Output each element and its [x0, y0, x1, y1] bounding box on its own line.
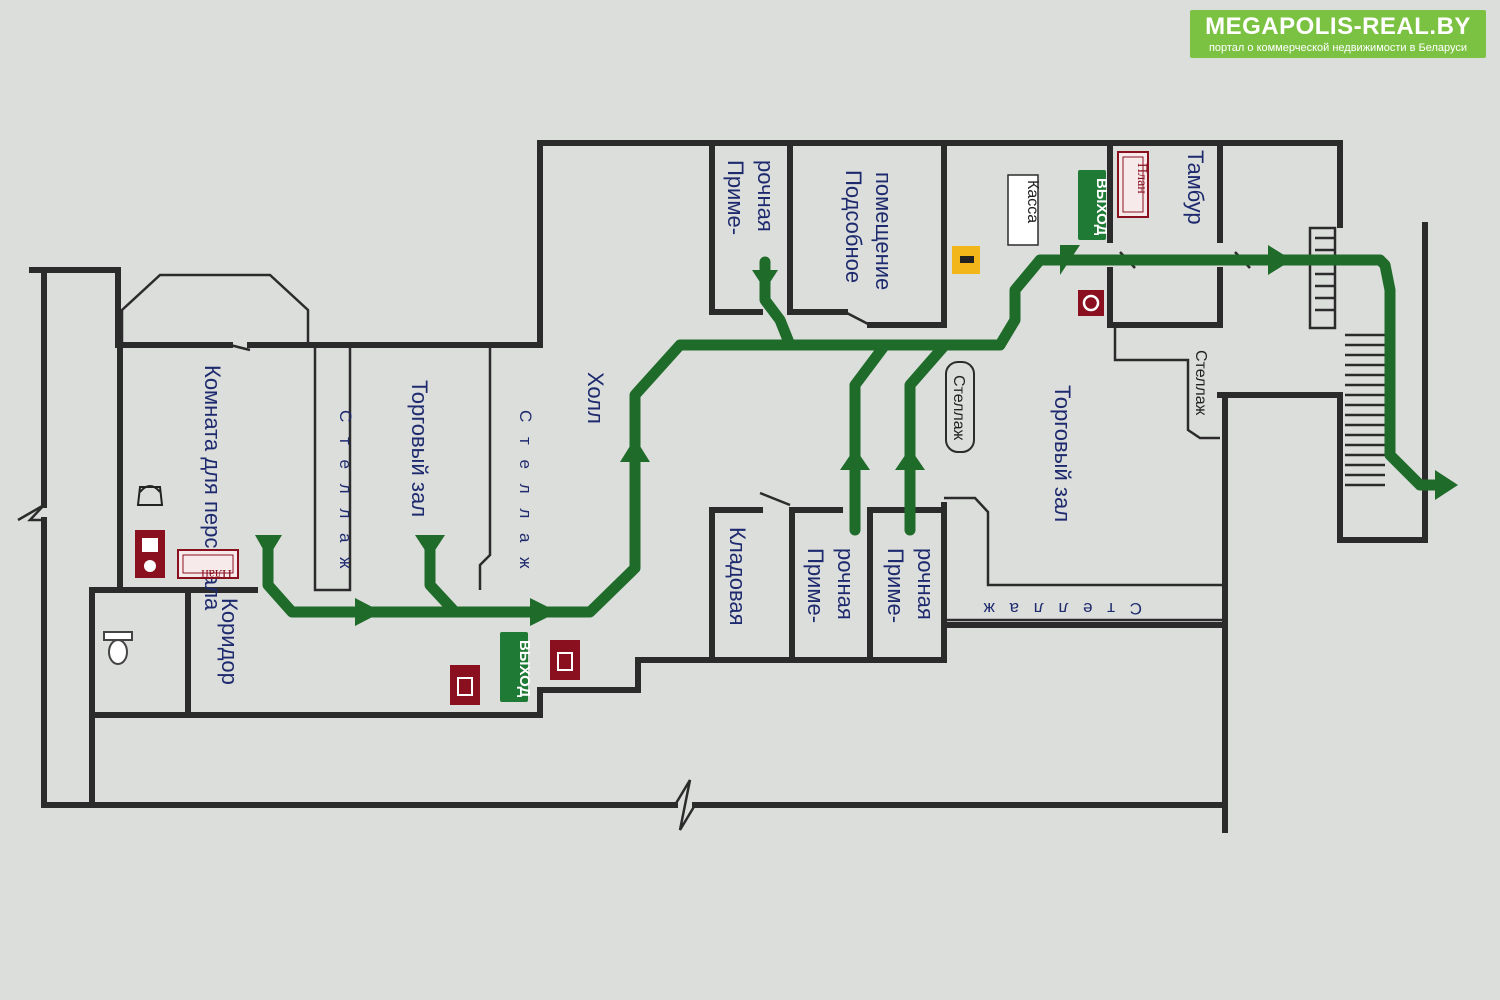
brand-banner[interactable]: MEGAPOLIS-REAL.BY портал о коммерческой …: [1190, 10, 1486, 58]
brand-tagline: портал о коммерческой недвижимости в Бел…: [1208, 42, 1468, 54]
label-fitting-bottom-1a: Приме-: [803, 548, 828, 623]
room-labels: Комната для персонала Коридор С т е л л …: [200, 150, 1208, 685]
label-utility-1: Подсобное: [841, 170, 866, 283]
person-icon: [952, 246, 980, 274]
label-rack-1: С т е л л а ж: [336, 410, 355, 574]
fire-hose-icon: [135, 530, 165, 578]
label-rack-2: С т е л л а ж: [516, 410, 535, 574]
label-fitting-bottom-2a: Приме-: [883, 548, 908, 623]
label-sales-hall-1: Торговый зал: [407, 380, 432, 517]
evacuation-routes: [255, 245, 1458, 626]
plan-sign-left-label: План: [201, 566, 232, 581]
walls: [17, 140, 1428, 833]
fire-extinguisher-icon: [550, 640, 580, 680]
label-fitting-bottom-1b: рочная: [833, 548, 858, 620]
label-storeroom: Кладовая: [725, 527, 750, 626]
label-corridor: Коридор: [217, 598, 242, 685]
exit-sign-left-label: ВЫХОД: [516, 640, 533, 698]
cashier-sign: Касса: [1007, 174, 1041, 246]
toilet-icon: [103, 631, 133, 665]
label-hall: Холл: [583, 372, 608, 424]
label-rack-box-1: Стеллаж: [950, 375, 967, 441]
label-fitting-top-2: рочная: [753, 160, 778, 232]
label-fitting-bottom-2b: рочная: [913, 548, 938, 620]
plan-sign-right-label: План: [1134, 163, 1149, 194]
plan-sign-left: План: [177, 549, 239, 581]
cashier-label: Касса: [1024, 180, 1041, 223]
phone-icon: [136, 485, 164, 506]
brand-name: MEGAPOLIS-REAL.BY: [1205, 13, 1471, 40]
exit-sign-right-label: ВЫХОД: [1093, 178, 1110, 236]
exit-sign-right: ВЫХОД: [1078, 170, 1110, 240]
label-vestibule: Тамбур: [1183, 150, 1208, 225]
plan-sign-right: План: [1117, 151, 1149, 218]
label-rack-3: С т е л л а ж: [978, 599, 1142, 618]
label-utility-2: помещение: [871, 172, 896, 290]
rack-boxes: Стеллаж Стеллаж: [945, 350, 1209, 453]
label-fitting-top-1: Приме-: [723, 160, 748, 235]
fire-extinguisher-icon: [450, 665, 480, 705]
label-rack-box-2: Стеллаж: [1192, 350, 1209, 416]
staircase-steps: [1315, 236, 1385, 487]
exit-sign-left: ВЫХОД: [500, 632, 533, 702]
label-sales-hall-2: Торговый зал: [1050, 385, 1075, 522]
fire-alarm-icon: [1078, 290, 1104, 316]
